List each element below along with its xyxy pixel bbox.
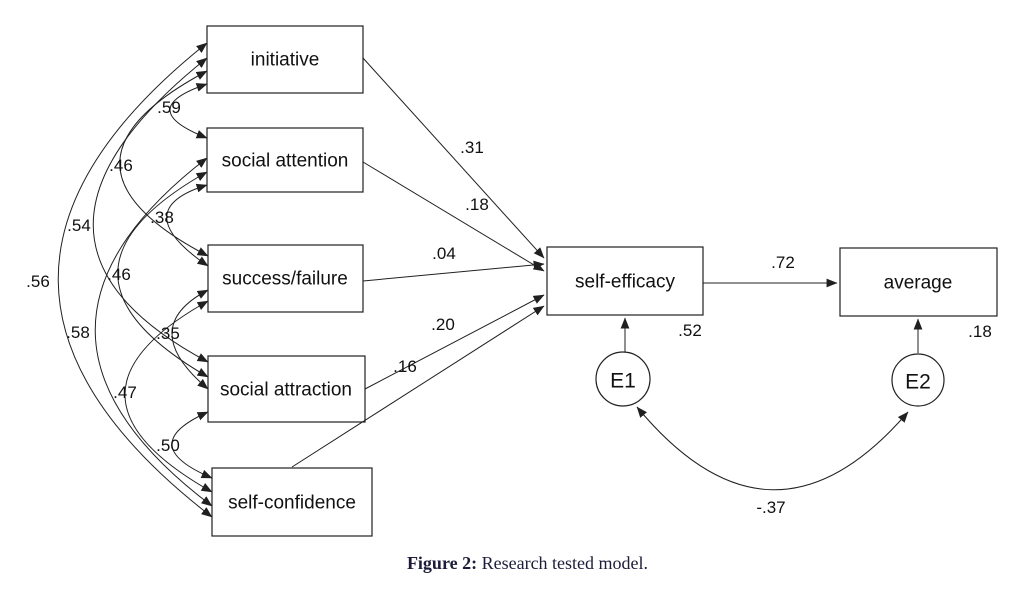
corr-social-attraction-self-confidence: .50 xyxy=(156,436,180,455)
node-box-social-attraction xyxy=(207,355,366,423)
figure-caption-number: Figure 2: xyxy=(406,553,478,573)
coef-social-attraction: .20 xyxy=(431,315,455,334)
correlation-arcs xyxy=(57,42,213,518)
coefficient-labels: .31 .18 .04 .20 .16 .72 .52 .18 -.37 xyxy=(393,138,992,517)
corr-success-failure-self-confidence: .47 xyxy=(113,383,137,402)
figure-caption-text: Research tested model. xyxy=(477,553,649,573)
corr-arc-social-attention-social-attraction xyxy=(117,171,209,378)
corr-success-failure-social-attraction: .35 xyxy=(156,324,180,343)
node-label-success-failure: success/failure xyxy=(222,269,348,290)
coef-social-attention: .18 xyxy=(465,195,489,214)
corr-social-attention-self-confidence: .58 xyxy=(66,323,90,342)
covariance-arc-e1-e2 xyxy=(636,406,909,491)
corr-social-attention-success-failure: .38 xyxy=(150,208,174,227)
variance-self-efficacy: .52 xyxy=(678,321,702,340)
coef-initiative: .31 xyxy=(460,138,484,157)
error-circle-e1 xyxy=(595,351,651,407)
coef-success-failure: .04 xyxy=(432,244,456,263)
corr-arc-success-failure-self-confidence xyxy=(124,300,213,493)
node-box-self-confidence xyxy=(211,467,373,537)
path-social-attraction-to-self-efficacy xyxy=(364,294,545,390)
path-initiative-to-self-efficacy xyxy=(362,57,545,259)
corr-arc-social-attraction-self-confidence xyxy=(171,411,213,479)
error-covariance-label: -.37 xyxy=(756,498,785,517)
correlation-labels: .59 .46 .38 .54 .46 .56 .35 .58 .47 .50 xyxy=(26,98,181,455)
node-label-self-confidence: self-confidence xyxy=(228,493,356,514)
node-box-social-attention xyxy=(206,127,364,193)
corr-arc-social-attention-self-confidence xyxy=(94,157,213,507)
corr-arc-initiative-success-failure xyxy=(119,70,209,257)
corr-social-attention-social-attraction: .46 xyxy=(107,265,131,284)
corr-initiative-self-confidence: .56 xyxy=(26,272,50,291)
corr-initiative-social-attraction: .54 xyxy=(67,216,91,235)
error-circle-e2 xyxy=(891,353,945,407)
node-label-average: average xyxy=(884,273,953,294)
error-label-e2: E2 xyxy=(905,371,931,394)
node-label-social-attraction: social attraction xyxy=(220,380,352,401)
path-success-failure-to-self-efficacy xyxy=(362,260,545,282)
node-box-initiative xyxy=(206,25,364,94)
corr-initiative-success-failure: .46 xyxy=(109,156,133,175)
error-label-e1: E1 xyxy=(610,370,636,393)
node-box-success-failure xyxy=(207,244,364,313)
variance-average: .18 xyxy=(968,322,992,341)
corr-arc-initiative-self-confidence xyxy=(57,42,213,518)
coef-self-confidence: .16 xyxy=(393,357,417,376)
corr-arc-social-attention-success-failure xyxy=(166,183,209,267)
corr-initiative-social-attention: .59 xyxy=(157,98,181,117)
coef-self-efficacy-average: .72 xyxy=(771,253,795,272)
node-box-average xyxy=(839,247,998,317)
structural-paths xyxy=(291,57,923,491)
node-label-social-attention: social attention xyxy=(222,151,349,172)
corr-arc-initiative-social-attention xyxy=(169,83,208,139)
corr-arc-success-failure-social-attraction xyxy=(171,289,209,390)
node-labels: initiative social attention success/fail… xyxy=(220,50,952,514)
node-label-initiative: initiative xyxy=(251,50,320,71)
figure-caption: Figure 2: Research tested model. xyxy=(16,553,1023,574)
path-social-attention-to-self-efficacy xyxy=(362,161,545,272)
nodes xyxy=(206,25,998,537)
path-self-confidence-to-self-efficacy xyxy=(291,305,545,468)
node-label-self-efficacy: self-efficacy xyxy=(575,272,675,293)
node-box-self-efficacy xyxy=(546,246,704,316)
